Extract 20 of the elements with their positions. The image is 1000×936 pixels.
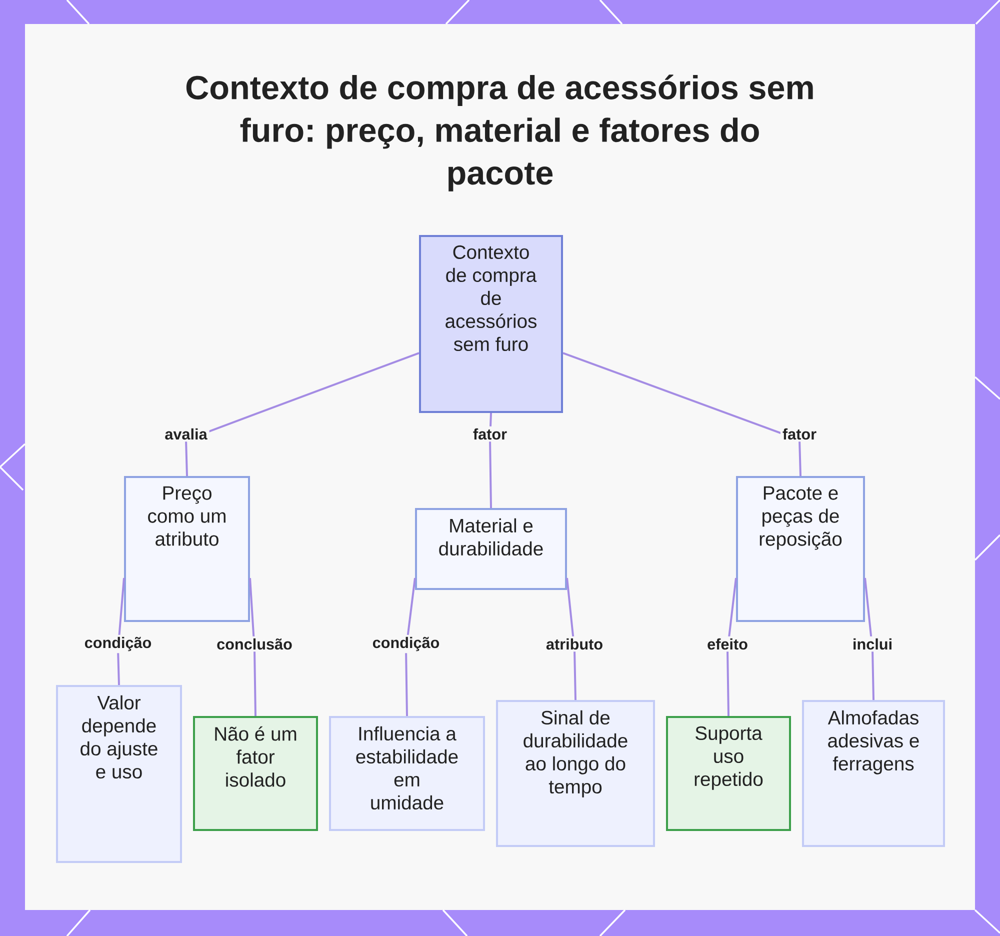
edge-label: conclusão [214,636,294,652]
branch-box: Material e durabilidade [415,508,567,590]
edge-label: fator [780,426,819,442]
branch-box: Pacote e peças de reposição [736,476,865,622]
edge-label: fator [470,426,510,442]
leaf-box: Valor depende do ajuste e uso [56,685,182,864]
edge-label: condição [370,634,442,654]
leaf-box: Almofadas adesivas e ferragens [802,700,945,847]
edge-label: avalia [162,426,210,442]
title: Contexto de compra de acessórios sem furo: preço, material e fatores do pacote [186,74,813,192]
leaf-box: Influencia a estabilidade em umidade [329,716,485,831]
result-box: Não é um fator isolado [193,716,318,831]
root-box: Contexto de compra de acessórios sem furo [419,235,563,413]
result-box: Suporta uso repetido [666,716,791,831]
edge-label: inclui [850,636,895,652]
edge-label: condição [82,634,154,654]
edge-label: atributo [544,636,606,652]
edge-label: efeito [705,636,750,652]
leaf-box: Sinal de durabilidade ao longo do tempo [496,700,655,847]
branch-box: Preço como um atributo [124,476,250,622]
